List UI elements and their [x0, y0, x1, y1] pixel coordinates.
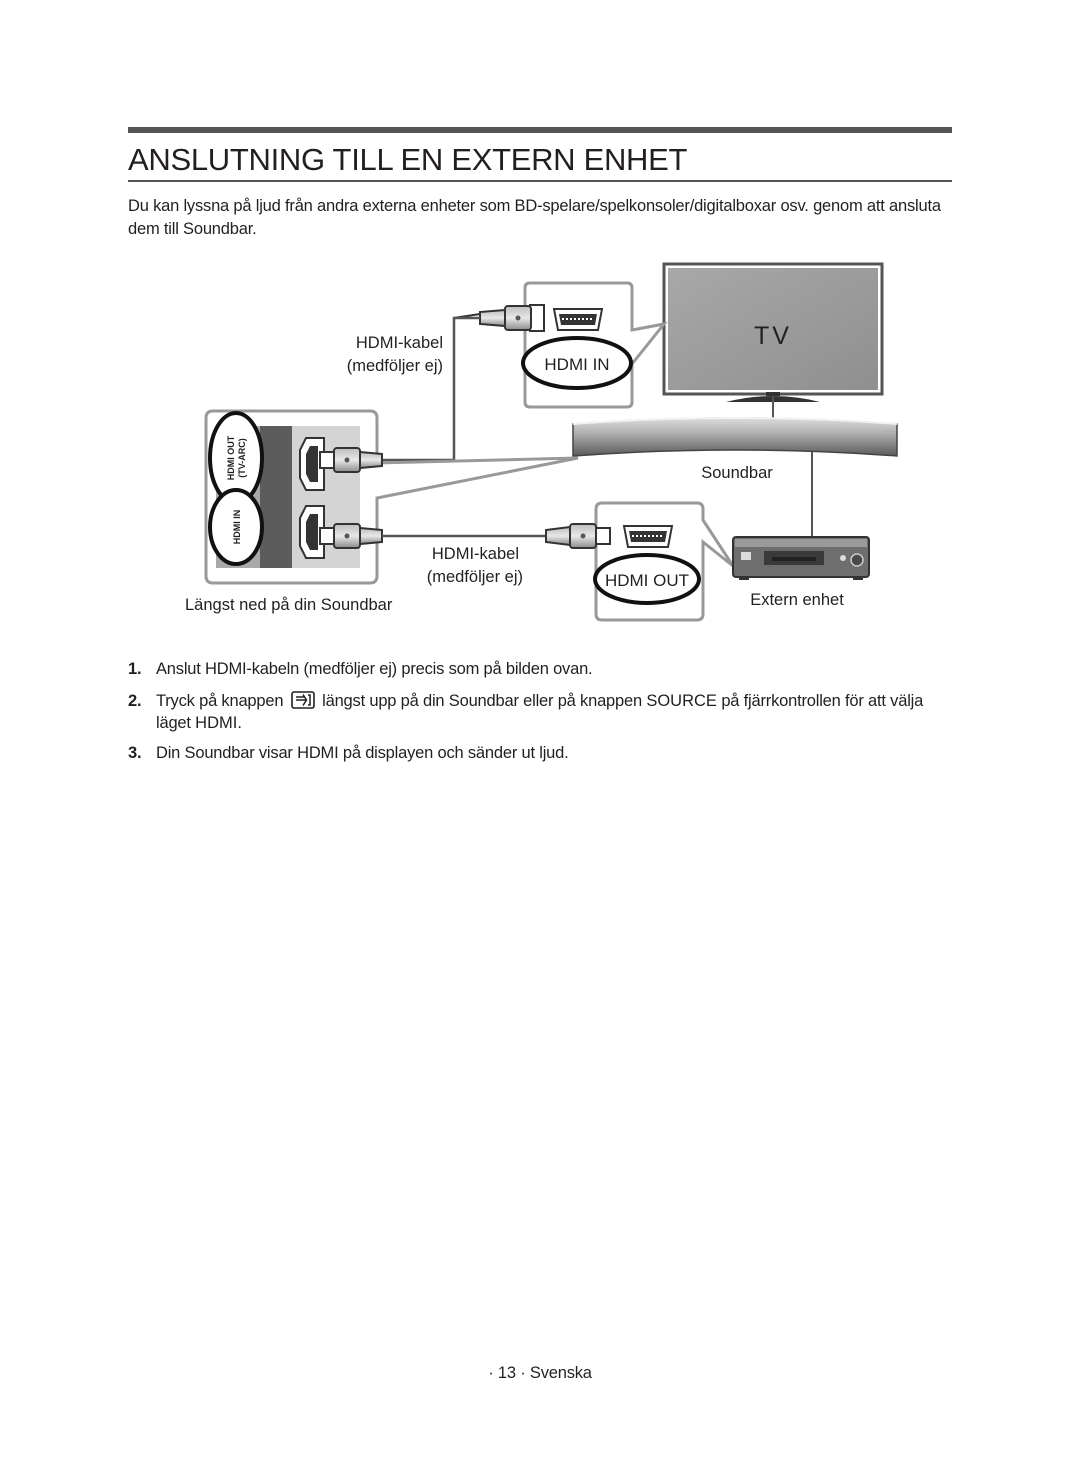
connection-diagram: TV Soundbar HDMI IN HDMI-kabel (medfölje…: [185, 262, 898, 622]
step-text: Anslut HDMI-kabeln (medföljer ej) precis…: [156, 660, 593, 678]
step-2: 2. Tryck på knappen längst upp på din So…: [128, 690, 952, 734]
intro-paragraph: Du kan lyssna på ljud från andra externa…: [128, 197, 941, 238]
steps-list: 1. Anslut HDMI-kabeln (medföljer ej) pre…: [128, 658, 952, 772]
top-rule: [128, 127, 952, 133]
source-icon: [290, 691, 315, 709]
hdmi-out-label: HDMI OUT: [605, 571, 689, 590]
step-text-b: längst upp på din Soundbar eller på knap…: [322, 692, 642, 710]
step-text-d: .: [237, 714, 242, 732]
port-hdmi-out-label-2: (TV-ARC): [237, 438, 247, 478]
step-number: 2.: [128, 692, 142, 710]
cable-top-label-2: (medföljer ej): [347, 357, 443, 375]
tv-illustration: TV: [662, 262, 884, 420]
source-keyword: SOURCE: [646, 692, 717, 710]
page-title: ANSLUTNING TILL EN EXTERN ENHET: [128, 142, 688, 177]
bottom-caption: Längst ned på din Soundbar: [185, 596, 393, 614]
hdmi-plug-top: [453, 304, 545, 332]
step-number: 1.: [128, 660, 142, 678]
hdmi-in-callout: HDMI IN: [521, 281, 668, 409]
external-device-illustration: [732, 536, 870, 580]
port-hdmi-out-label-1: HDMI OUT: [226, 435, 236, 480]
soundbar-label: Soundbar: [701, 464, 773, 482]
cable-bottom-label-2: (medföljer ej): [427, 568, 523, 586]
hdmi-keyword: HDMI: [195, 714, 238, 732]
title-rule: [128, 180, 952, 182]
hdmi-plug-external: [545, 523, 611, 549]
step-text-c: på fjärrkontrollen för att välja läget: [156, 692, 924, 732]
page-footer: · 13 · Svenska: [488, 1364, 592, 1382]
step-text-a: Tryck på knappen: [156, 692, 284, 710]
hdmi-plug-soundbar-in: [319, 523, 383, 549]
step-number: 3.: [128, 744, 142, 762]
hdmi-port-icon: [552, 308, 604, 331]
cable-bottom-label-1: HDMI-kabel: [432, 545, 519, 563]
hdmi-plug-soundbar-out: [319, 447, 383, 473]
step-3: 3. Din Soundbar visar HDMI på displayen …: [128, 742, 952, 764]
soundbar-illustration: [572, 417, 898, 457]
step-1: 1. Anslut HDMI-kabeln (medföljer ej) pre…: [128, 658, 952, 680]
external-device-label: Extern enhet: [750, 591, 844, 609]
hdmi-in-label: HDMI IN: [544, 355, 609, 374]
step-text: Din Soundbar visar HDMI på displayen och…: [156, 744, 569, 762]
hdmi-out-callout: HDMI OUT: [593, 501, 735, 622]
port-hdmi-in-label: HDMI IN: [232, 510, 242, 545]
hdmi-port-icon-out: [622, 525, 674, 548]
soundbar-port-panel: HDMI OUT (TV-ARC) HDMI IN: [204, 409, 579, 585]
cable-top-label-1: HDMI-kabel: [356, 334, 443, 352]
tv-label: TV: [754, 322, 792, 350]
